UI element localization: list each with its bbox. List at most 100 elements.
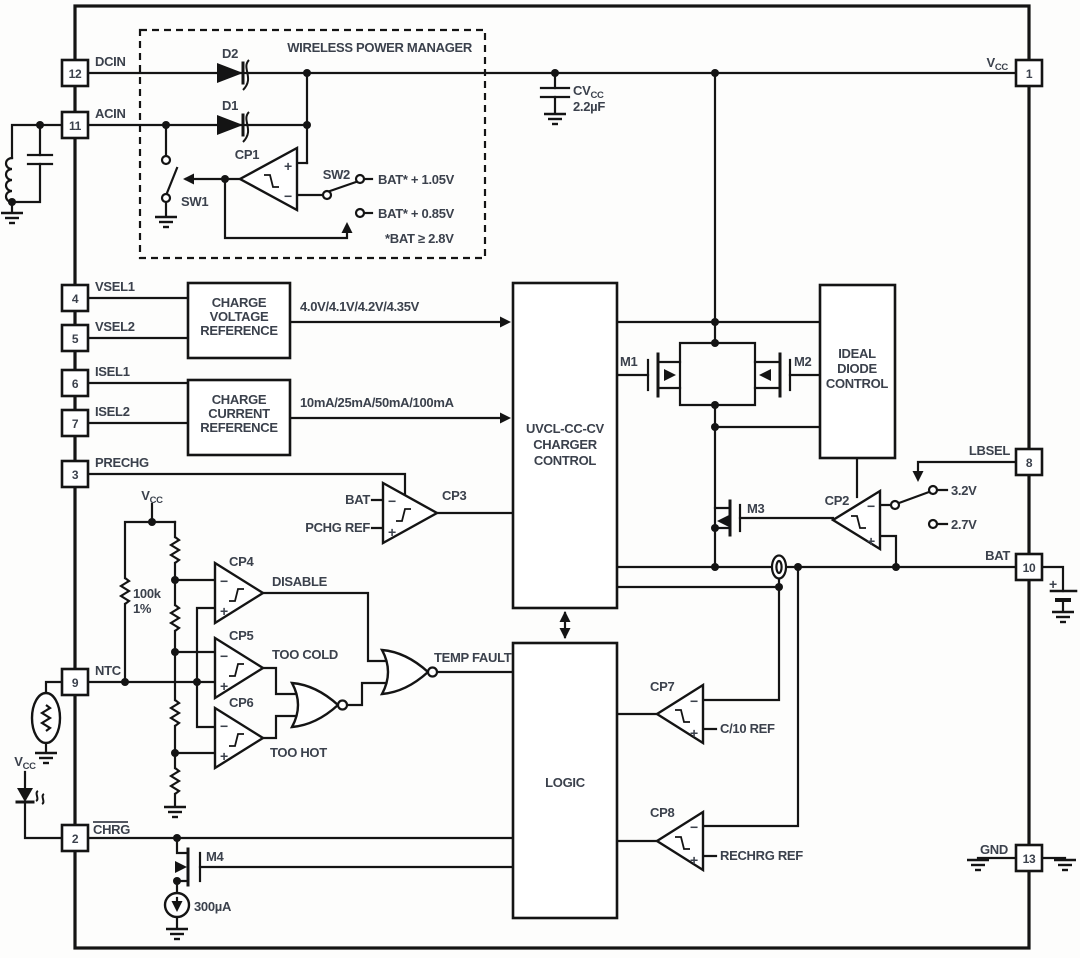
svg-text:11: 11 [69,119,82,133]
svg-text:CHARGE: CHARGE [212,295,267,310]
block-charger-control [511,281,619,610]
svg-text:10: 10 [1023,561,1036,575]
cp3-in-pchg: PCHG REF [305,520,370,535]
comparator-cp2 [830,484,939,552]
comparator-cp4 [213,560,266,626]
ground-gnd-outer [1052,858,1078,872]
battery-plus-label: + [1049,576,1057,592]
pin-label-isel2: ISEL2 [95,404,130,419]
pin-label-acin: ACIN [95,106,126,121]
svg-text:−: − [284,188,292,204]
current-options-label: 10mA/25mA/50mA/100mA [300,395,455,410]
svg-text:12: 12 [69,67,82,81]
r100k-tolerance: 1% [133,601,152,616]
svg-text:+: + [220,603,228,619]
svg-text:4: 4 [72,292,79,306]
pin-6-isel1: 6 ISEL1 [60,364,130,398]
ground-sw1 [153,215,179,229]
ground-ladder [162,805,188,819]
svg-text:REFERENCE: REFERENCE [200,323,278,338]
svg-text:−: − [690,693,698,709]
ground-current-source [164,927,190,941]
resistor-100k-icon [119,576,131,606]
svg-text:CONTROL: CONTROL [826,376,889,391]
cp2-label: CP2 [825,493,849,508]
m4-label: M4 [206,849,225,864]
mosfet-m3-icon [717,499,742,537]
svg-text:−: − [690,819,698,835]
m1-label: M1 [620,354,638,369]
pin-label-bat: BAT [985,548,1010,563]
m2-label: M2 [794,354,812,369]
cp3-label: CP3 [442,488,466,503]
pin-label-isel1: ISEL1 [95,364,130,379]
vcc-ladder-label: VCC [141,488,163,506]
svg-text:CHARGER: CHARGER [533,437,598,452]
comparator-cp6 [213,705,266,771]
pin-label-prechg: PRECHG [95,455,149,470]
logic-label: LOGIC [545,775,586,790]
pin-11-acin: 11 ACIN [60,106,126,140]
r100k-value: 100k [133,586,162,601]
svg-text:+: + [388,524,396,540]
cvcc-value: 2.2µF [573,99,605,114]
battery-icon [1050,610,1076,624]
svg-text:3: 3 [72,468,79,482]
pin-label-gnd: GND [980,842,1008,857]
svg-text:VOLTAGE: VOLTAGE [210,309,269,324]
ground-thermistor [33,751,59,765]
svg-text:CHARGE: CHARGE [212,392,267,407]
wpm-title: WIRELESS POWER MANAGER [287,40,473,55]
comparator-cp5 [213,635,266,701]
svg-text:−: − [220,718,228,734]
svg-text:7: 7 [72,417,79,431]
d1-label: D1 [222,98,238,113]
cp3-in-bat: BAT [345,492,370,507]
svg-text:13: 13 [1023,852,1036,866]
too-cold-label: TOO COLD [272,647,338,662]
pin-label-dcin: DCIN [95,54,126,69]
cp7-label: CP7 [650,679,674,694]
nor-gate-1-icon [289,681,349,729]
cp8-label: CP8 [650,805,674,820]
ground-lc [0,211,25,225]
svg-text:+: + [284,158,292,174]
pin-label-vcc: VCC [987,55,1009,73]
svg-text:−: − [388,493,396,509]
svg-text:2: 2 [72,832,79,846]
svg-text:UVCL-CC-CV: UVCL-CC-CV [526,421,605,436]
svg-text:5: 5 [72,332,79,346]
current-source-300ua-icon [163,891,191,919]
pin-3-prechg: 3 PRECHG [60,455,149,489]
cvcc-label: CVCC [573,83,604,101]
comparator-cp8 [654,809,705,873]
switch-sw2-icon [321,173,366,219]
ground-cvcc [542,112,568,126]
vcc-led-label: VCC [14,754,36,772]
cp6-label: CP6 [229,695,253,710]
diode-d1-icon [217,111,250,143]
svg-text:IDEAL: IDEAL [838,346,876,361]
cp2-option-high: 3.2V [951,483,977,498]
thermistor-icon [30,691,62,745]
block-charge-current-reference [186,378,292,457]
ground-gnd-inner [965,858,991,872]
cp1-label: CP1 [235,147,259,162]
svg-text:6: 6 [72,377,79,391]
pin-7-isel2: 7 ISEL2 [60,404,130,438]
comparator-cp1 [237,145,299,213]
block-logic [511,641,619,920]
svg-text:8: 8 [1026,456,1033,470]
svg-text:+: + [220,748,228,764]
c10-ref-label: C/10 REF [720,721,775,736]
svg-text:−: − [220,648,228,664]
pin-12-dcin: 12 DCIN [60,54,126,88]
svg-text:+: + [690,725,698,741]
current-source-value: 300µA [194,899,232,914]
cp2-option-low: 2.7V [951,517,977,532]
